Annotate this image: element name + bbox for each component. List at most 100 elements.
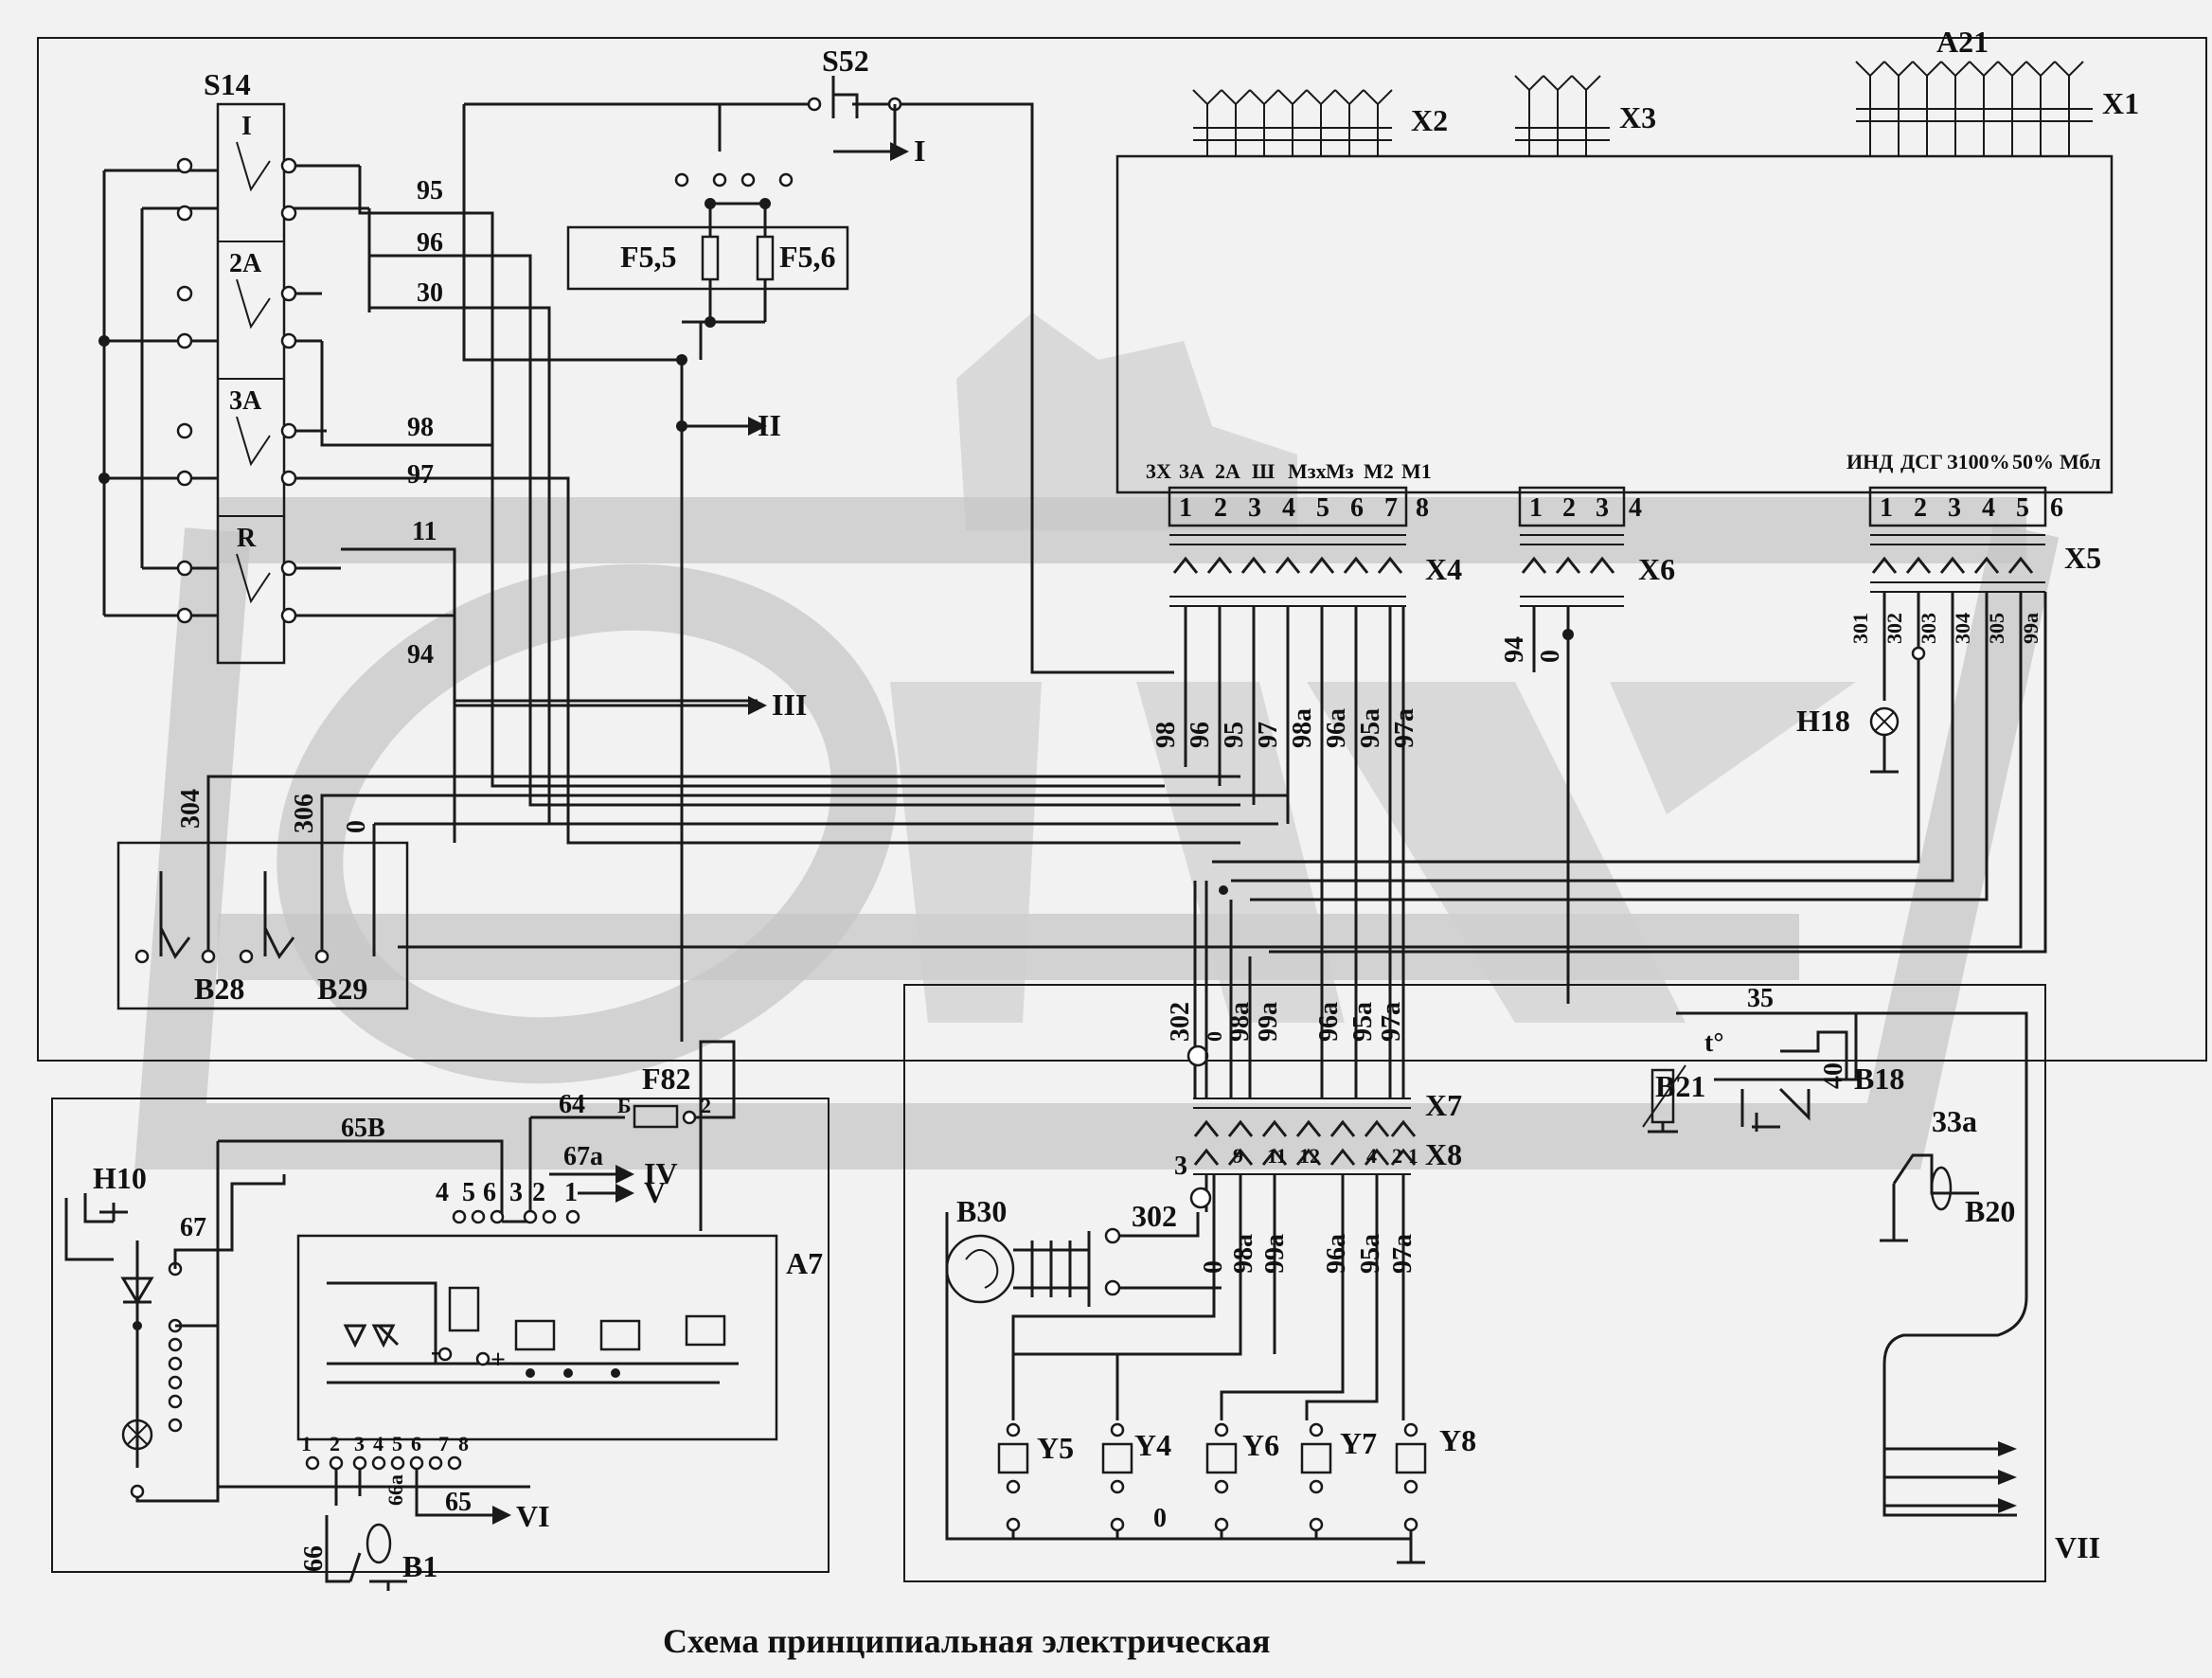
valve-y7 — [1300, 1422, 1332, 1532]
b30-wire-302: 302 — [1132, 1199, 1177, 1233]
s14-label: S14 — [204, 67, 251, 101]
svg-text:97а: 97а — [1390, 708, 1419, 748]
output-3: III — [772, 687, 807, 722]
s14-pos-2a: 2A — [229, 249, 262, 278]
diagram-caption: Схема принципиальная электрическая — [663, 1622, 1270, 1660]
wire-98: 98 — [407, 413, 434, 442]
f82-pin-b: Б — [617, 1094, 632, 1117]
svg-text:9: 9 — [1233, 1144, 1243, 1168]
svg-text:99а: 99а — [2019, 613, 2043, 644]
svg-text:Мзх: Мзх — [1288, 459, 1327, 483]
ground-wire-0: 0 — [1153, 1504, 1167, 1533]
svg-text:3: 3 — [1948, 493, 1961, 523]
wire-30: 30 — [417, 278, 443, 308]
x6-wire-94: 94 — [1500, 636, 1529, 663]
svg-text:12: 12 — [1299, 1144, 1320, 1168]
x4-headers: 3Х 3А 2А Ш Мзх Мз М2 М1 — [1146, 459, 1432, 483]
a7-plus: + — [491, 1346, 506, 1375]
svg-text:2: 2 — [1562, 493, 1576, 523]
svg-text:6: 6 — [483, 1178, 496, 1207]
a7-bottom-terminals: 1 2 3 4 5 6 7 8 — [301, 1432, 511, 1525]
a21-unit — [1115, 108, 2114, 494]
svg-text:97: 97 — [1254, 722, 1283, 748]
svg-text:96: 96 — [1186, 722, 1215, 748]
svg-text:Мз: Мз — [1326, 459, 1354, 483]
output-4: IV — [644, 1156, 678, 1190]
output-6: VI — [516, 1499, 550, 1533]
x7-x8-connectors — [1011, 881, 1417, 1420]
svg-text:99а: 99а — [1260, 1234, 1290, 1274]
valve-y8-label: Y8 — [1439, 1423, 1476, 1457]
svg-text:305: 305 — [1985, 613, 2008, 644]
x6-wire-0: 0 — [1536, 650, 1565, 663]
valve-y5-label: Y5 — [1037, 1431, 1074, 1465]
svg-text:304: 304 — [1951, 613, 1974, 644]
svg-text:2А: 2А — [1215, 459, 1240, 483]
x2-label: X2 — [1411, 103, 1448, 137]
wire-64: 64 — [559, 1090, 585, 1119]
svg-text:4: 4 — [1366, 1144, 1377, 1168]
svg-text:8: 8 — [1416, 493, 1429, 523]
svg-text:3: 3 — [509, 1178, 523, 1207]
svg-text:7: 7 — [1384, 493, 1398, 523]
wire-97: 97 — [407, 460, 434, 490]
svg-text:5: 5 — [2016, 493, 2029, 523]
wire-95: 95 — [417, 176, 443, 205]
x1-label: X1 — [2102, 86, 2139, 120]
svg-text:М1: М1 — [1401, 459, 1432, 483]
x5-wire-labels: 301 302 303 304 305 99а — [1848, 613, 2043, 644]
svg-text:2: 2 — [1214, 493, 1227, 523]
svg-text:ДСГ: ДСГ — [1900, 450, 1943, 473]
svg-text:7: 7 — [438, 1432, 449, 1455]
svg-text:95а: 95а — [1356, 708, 1385, 748]
svg-text:2: 2 — [1914, 493, 1927, 523]
s52-switch — [464, 76, 1174, 674]
svg-text:95а: 95а — [1356, 1234, 1385, 1274]
wire-11: 11 — [412, 517, 437, 546]
b20-wire-33a: 33а — [1932, 1104, 1977, 1138]
svg-text:96а: 96а — [1322, 708, 1351, 748]
svg-text:1: 1 — [1880, 493, 1893, 523]
svg-text:4: 4 — [1629, 493, 1642, 523]
x1-connector — [1855, 61, 2084, 156]
valve-y8 — [1395, 1422, 1427, 1532]
x5-connector — [398, 486, 2047, 954]
svg-text:1: 1 — [1179, 493, 1192, 523]
valve-y4 — [1101, 1422, 1133, 1532]
svg-text:96а: 96а — [1322, 1234, 1351, 1274]
svg-text:2: 2 — [330, 1432, 340, 1455]
x4-connector — [1168, 486, 1408, 607]
x3-label: X3 — [1619, 100, 1656, 134]
wire-65: 65 — [445, 1488, 472, 1517]
x4-wire-labels: 98 96 95 97 98а 96а 95а 97а — [1151, 708, 1419, 748]
b21-b18-sensors — [1642, 1011, 1858, 1134]
svg-text:50%: 50% — [2012, 450, 2054, 473]
s14-wiring — [320, 166, 1278, 845]
h10-label: H10 — [93, 1161, 147, 1195]
x4-pins: 1 2 3 4 5 6 7 8 — [1179, 493, 1429, 523]
x7-wire-labels: 302 0 98а 99а 96а 95а 97а — [1166, 1002, 1406, 1042]
svg-text:3: 3 — [1596, 493, 1609, 523]
fuse-block — [462, 104, 849, 1042]
svg-text:4: 4 — [1282, 493, 1295, 523]
svg-text:98а: 98а — [1225, 1002, 1255, 1042]
svg-text:1: 1 — [1529, 493, 1543, 523]
svg-text:4: 4 — [1982, 493, 1995, 523]
b20-sensor — [1856, 1011, 2028, 1517]
b21-temp: t° — [1704, 1028, 1724, 1058]
valve-y6-label: Y6 — [1242, 1428, 1279, 1462]
svg-text:97а: 97а — [1388, 1234, 1418, 1274]
svg-text:З100%: З100% — [1947, 450, 2010, 473]
x4-wire-runs — [1184, 606, 1405, 1098]
s14-pos-3a: 3A — [229, 386, 262, 416]
s14-switch — [98, 102, 371, 665]
svg-text:95: 95 — [1220, 722, 1249, 748]
b29-label: B29 — [317, 972, 367, 1006]
b30-label: B30 — [956, 1194, 1007, 1228]
x8-wire-labels: 0 98а 99а 96а 95а 97а — [1199, 1234, 1418, 1274]
s52-label: S52 — [822, 44, 869, 78]
svg-text:1: 1 — [1408, 1144, 1418, 1168]
output-2: II — [758, 408, 781, 442]
svg-text:302: 302 — [1882, 613, 1906, 644]
